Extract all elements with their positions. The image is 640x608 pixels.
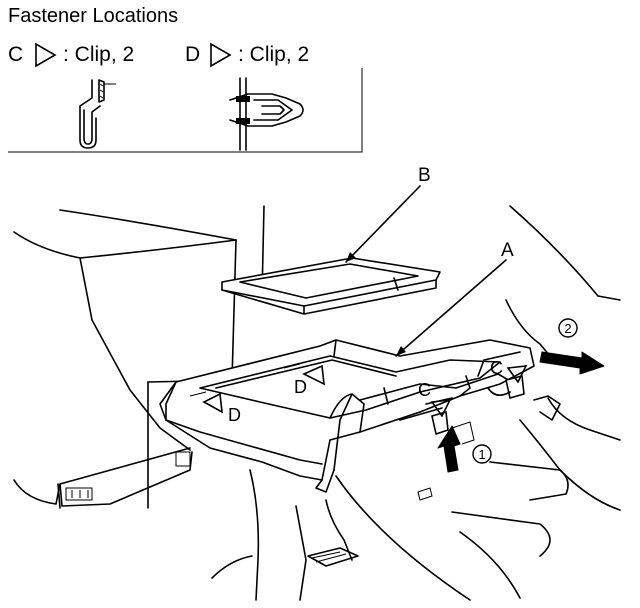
callout-a-arrowhead <box>396 346 406 356</box>
triangle-right-icon <box>35 42 57 68</box>
triangle-left-icon <box>202 392 223 414</box>
triangle-left-icon <box>302 364 325 386</box>
callout-b-arrowhead <box>346 252 356 262</box>
diagram-title: Fastener Locations <box>8 5 178 27</box>
marker-c-left-label: C <box>418 380 431 400</box>
callout-b-label: B <box>418 165 431 186</box>
step-2-arrow: 2 <box>539 318 605 375</box>
marker-d-center-label: D <box>294 377 307 397</box>
legend-d: D : Clip, 2 <box>185 42 309 68</box>
callout-a-leader <box>395 259 507 357</box>
callout-a-label: A <box>501 240 514 261</box>
step-1-label: 1 <box>478 447 485 462</box>
legend-frame <box>8 68 363 153</box>
clip-d-detail <box>229 77 304 151</box>
legend-c: C : Clip, 2 <box>8 42 134 68</box>
step-2-label: 2 <box>564 321 571 336</box>
legend-c-letter: C <box>8 43 23 66</box>
part-b-lid <box>221 257 441 315</box>
step-2-circle <box>558 318 578 338</box>
part-a-console-panel <box>159 339 535 493</box>
step-1-circle <box>472 444 492 464</box>
marker-c-right: C <box>490 358 528 384</box>
callout-b-leader <box>345 185 421 263</box>
legend-d-letter: D <box>185 43 200 66</box>
step-1-arrow: 1 <box>437 421 492 473</box>
marker-d-left: D <box>202 392 241 425</box>
triangle-down-icon <box>430 399 452 418</box>
marker-c-left: C <box>418 380 452 418</box>
marker-d-left-label: D <box>228 405 241 425</box>
triangle-right-icon <box>210 42 232 68</box>
legend-c-text: : Clip, 2 <box>63 43 134 66</box>
marker-d-center: D <box>294 364 325 397</box>
clip-c-detail <box>79 79 116 149</box>
marker-c-right-label: C <box>490 358 503 378</box>
legend-d-text: : Clip, 2 <box>238 43 309 66</box>
triangle-down-icon <box>506 365 528 384</box>
